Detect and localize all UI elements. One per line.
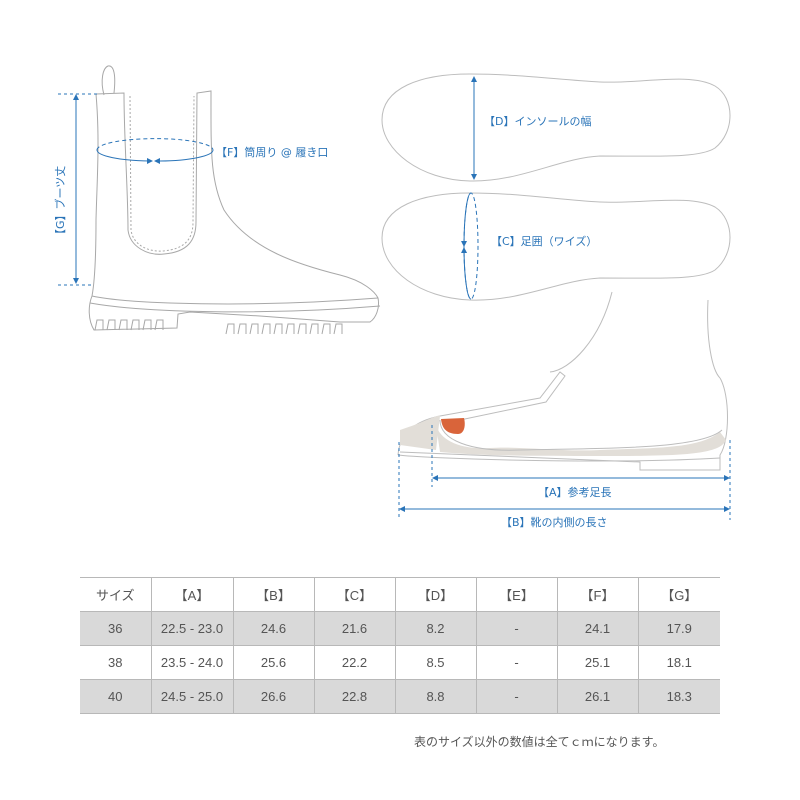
cell-G: 18.3	[637, 679, 720, 714]
boot-illustration-svg	[58, 65, 731, 520]
cell-E: -	[475, 645, 558, 680]
cell-A: 24.5 - 25.0	[150, 679, 234, 714]
cell-E: -	[475, 611, 558, 646]
cell-C: 22.8	[313, 679, 396, 714]
units-footnote: 表のサイズ以外の数値は全てｃｍになります。	[414, 735, 665, 749]
cell-F: 24.1	[556, 611, 639, 646]
header-B: 【B】	[232, 577, 315, 612]
foot-section	[397, 291, 728, 471]
insole-bottom	[381, 192, 731, 301]
label-A-foot-length: 【A】参考足長	[538, 486, 612, 499]
header-D: 【D】	[394, 577, 477, 612]
cell-D: 8.5	[394, 645, 477, 680]
cell-B: 26.6	[232, 679, 315, 714]
cell-size: 36	[80, 611, 152, 646]
cell-G: 18.1	[637, 645, 720, 680]
cell-C: 22.2	[313, 645, 396, 680]
table-row: 38 23.5 - 24.0 25.6 22.2 8.5 - 25.1 18.1	[80, 645, 720, 680]
label-C-foot-girth: 【C】足囲（ワイズ）	[491, 235, 598, 248]
cell-B: 24.6	[232, 611, 315, 646]
cell-F: 25.1	[556, 645, 639, 680]
cell-A: 22.5 - 23.0	[150, 611, 234, 646]
label-B-inner-length: 【B】靴の内側の長さ	[501, 516, 608, 529]
measure-C	[461, 192, 479, 300]
measure-G	[58, 93, 98, 286]
header-E: 【E】	[475, 577, 558, 612]
header-C: 【C】	[313, 577, 396, 612]
cell-C: 21.6	[313, 611, 396, 646]
table-row: 36 22.5 - 23.0 24.6 21.6 8.2 - 24.1 17.9	[80, 611, 720, 646]
measure-A-B	[398, 425, 731, 520]
cell-F: 26.1	[556, 679, 639, 714]
size-diagram: 【F】筒周り @ 履き口 【G】ブーツ丈 【D】インソールの幅 【C】足囲（ワイ…	[54, 65, 731, 529]
cell-A: 23.5 - 24.0	[150, 645, 234, 680]
cell-B: 25.6	[232, 645, 315, 680]
label-D-insole-width: 【D】インソールの幅	[484, 115, 592, 128]
cell-G: 17.9	[637, 611, 720, 646]
size-table: サイズ 【A】 【B】 【C】 【D】 【E】 【F】 【G】 36 22.5 …	[80, 577, 720, 714]
header-size: サイズ	[80, 577, 152, 612]
label-F-shaft-circumference: 【F】筒周り @ 履き口	[216, 146, 329, 159]
cell-D: 8.2	[394, 611, 477, 646]
boot-side-view	[88, 65, 381, 335]
header-F: 【F】	[556, 577, 639, 612]
toe-marker	[441, 418, 465, 434]
table-row: 40 24.5 - 25.0 26.6 22.8 8.8 - 26.1 18.3	[80, 679, 720, 714]
cell-size: 40	[80, 679, 152, 714]
insole-top	[381, 73, 731, 182]
header-G: 【G】	[637, 577, 720, 612]
cell-size: 38	[80, 645, 152, 680]
cell-D: 8.8	[394, 679, 477, 714]
label-G-boot-height: 【G】ブーツ丈	[54, 165, 67, 240]
table-header-row: サイズ 【A】 【B】 【C】 【D】 【E】 【F】 【G】	[80, 577, 720, 612]
cell-E: -	[475, 679, 558, 714]
header-A: 【A】	[150, 577, 234, 612]
measure-F	[96, 138, 214, 164]
